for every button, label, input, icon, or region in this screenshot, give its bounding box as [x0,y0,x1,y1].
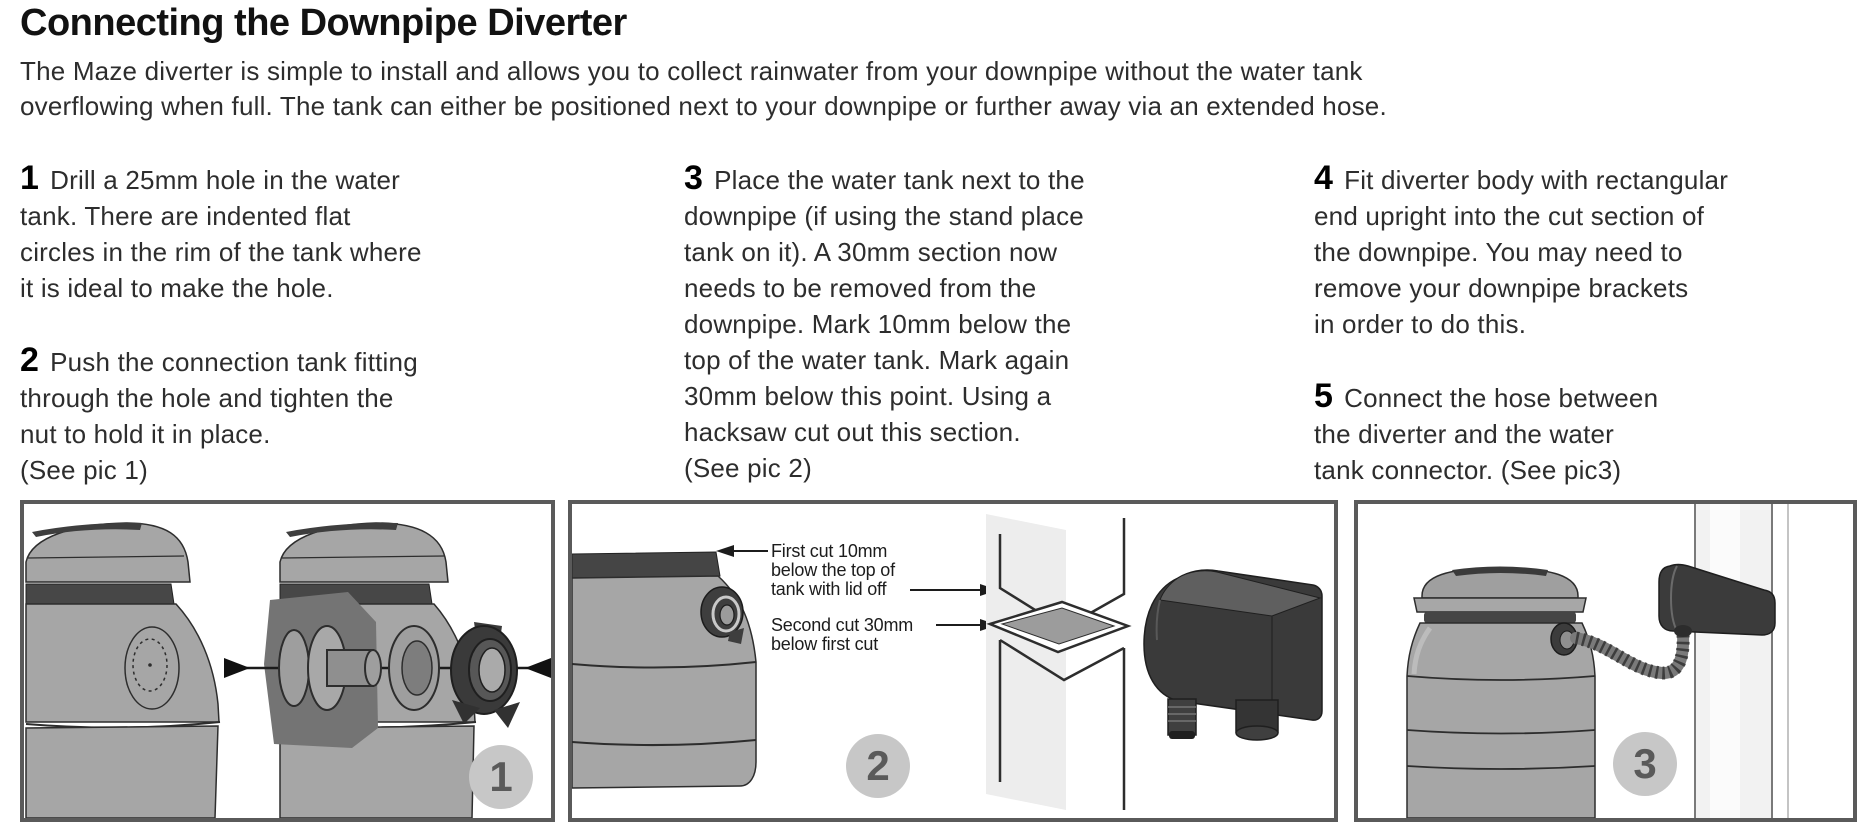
picture-number-badge: 1 [469,745,533,809]
step-4-number: 4 [1314,159,1334,197]
diverter-body [1143,569,1323,741]
water-tank-with-drill-circle [25,522,221,818]
picture-panel-1: 1 [20,500,555,822]
step-3-number: 3 [684,159,704,197]
picture-number-badge: 2 [846,734,910,798]
step-1-number: 1 [20,159,40,197]
pic3-illustration [1406,504,1789,818]
picture-panel-3: 3 [1354,500,1857,822]
arrow-right-icon [224,658,250,678]
pic2-illustration [572,514,1323,810]
downpipe [1694,504,1789,818]
step-5-text: Connect the hose between the diverter an… [1314,383,1659,485]
diverter-on-downpipe [1658,563,1776,637]
intro-text: The Maze diverter is simple to install a… [20,56,1387,121]
page-title: Connecting the Downpipe Diverter [20,2,627,44]
connection-hose [1570,628,1690,680]
annotation-second-cut: Second cut 30mm below first cut [771,615,914,654]
water-tank-connected [1406,566,1596,818]
step-5-number: 5 [1314,377,1334,415]
step-2-text: Push the connection tank fitting through… [20,347,418,485]
picture-number-badge: 3 [1613,732,1677,796]
arrow-left-icon [716,545,734,557]
step-3-text: Place the water tank next to the downpip… [684,165,1085,483]
annotation-first-cut: First cut 10mm below the top of tank wit… [771,541,895,599]
water-tank-lid-off [572,551,757,789]
pic1-illustration [25,522,551,818]
step-2-number: 2 [20,341,40,379]
tank-fitting-exploded-parts [224,592,551,748]
picture-panel-2: First cut 10mm below the top of tank wit… [568,500,1338,822]
arrow-left-icon [525,658,551,678]
step-4-text: Fit diverter body with rectangular end u… [1314,165,1729,339]
step-1-text: Drill a 25mm hole in the water tank. The… [20,165,422,303]
downpipe-cut-section [986,514,1132,810]
tank-connector-fitting [700,586,744,644]
